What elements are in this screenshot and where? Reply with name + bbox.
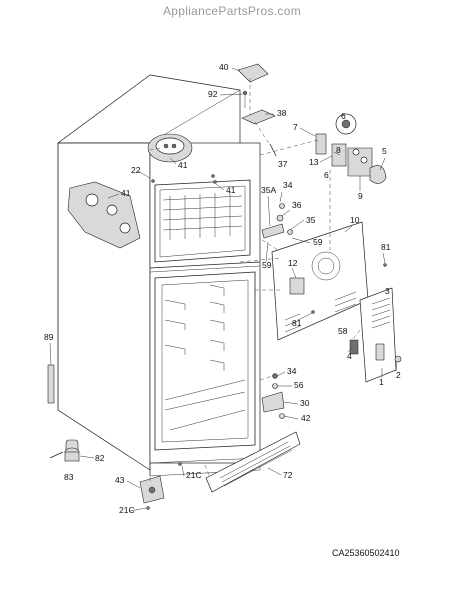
diagram-code: CA25360502410 [332, 548, 400, 558]
callout-59-right: 59 [313, 237, 323, 247]
callout-59-left: 59 [262, 260, 272, 270]
control-assembly [315, 113, 387, 184]
callout-37: 37 [278, 159, 288, 169]
callout-36: 36 [292, 200, 302, 210]
top-hinge-cover [237, 63, 269, 83]
callout-9: 9 [358, 191, 363, 201]
duct-assembly-top [147, 133, 193, 163]
callout-34-top: 34 [283, 180, 293, 190]
callout-22: 22 [131, 165, 141, 175]
callout-6b: 6 [324, 170, 329, 180]
callout-labels: 40 92 38 7 6 8 13 6 5 9 41 37 22 41 41 3… [44, 62, 401, 515]
callout-30: 30 [300, 398, 310, 408]
callout-10: 10 [350, 215, 360, 225]
rear-cover-panel [271, 221, 369, 341]
callout-1: 1 [379, 377, 384, 387]
callout-5: 5 [382, 146, 387, 156]
roller-bracket [139, 475, 165, 504]
callout-83: 83 [64, 472, 74, 482]
callout-3: 3 [385, 286, 390, 296]
callout-41-right: 41 [226, 185, 236, 195]
bracket-35A [261, 223, 285, 239]
callout-21C-right: 21C [186, 470, 202, 480]
site-watermark: AppliancePartsPros.com [163, 4, 301, 18]
toe-grille [205, 431, 301, 493]
callout-56: 56 [294, 380, 304, 390]
callout-58: 58 [338, 326, 348, 336]
callout-21C-bottom: 21C [119, 505, 135, 515]
callout-7: 7 [293, 122, 298, 132]
callout-12: 12 [288, 258, 298, 268]
duct-assembly-side [67, 181, 141, 249]
leader-lines [49, 67, 398, 512]
assembly-lines [149, 78, 361, 482]
callout-40: 40 [219, 62, 229, 72]
callout-8: 8 [336, 145, 341, 155]
callout-42: 42 [301, 413, 311, 423]
callout-34-bottom: 34 [287, 366, 297, 376]
lower-hinge [261, 373, 285, 419]
callout-92: 92 [208, 89, 218, 99]
callout-38: 38 [277, 108, 287, 118]
top-hinge [241, 109, 276, 125]
leveling-leg [64, 447, 80, 462]
callout-13: 13 [309, 157, 319, 167]
callout-41-top: 41 [178, 160, 188, 170]
switch-part [349, 339, 359, 355]
control-housing [359, 287, 397, 383]
callout-6a: 6 [341, 111, 346, 121]
callout-2: 2 [396, 370, 401, 380]
callout-43: 43 [115, 475, 125, 485]
callout-89: 89 [44, 332, 54, 342]
callout-35: 35 [306, 215, 316, 225]
callout-41-side: 41 [121, 188, 131, 198]
screw-2 [394, 355, 402, 363]
refrigerator-cabinet [56, 74, 261, 477]
wire-cover [47, 364, 55, 404]
callout-81-left: 81 [292, 318, 302, 328]
callout-4: 4 [347, 351, 352, 361]
callout-81-right: 81 [381, 242, 391, 252]
callout-72: 72 [283, 470, 293, 480]
callout-35A: 35A [261, 185, 276, 195]
callout-82: 82 [95, 453, 105, 463]
